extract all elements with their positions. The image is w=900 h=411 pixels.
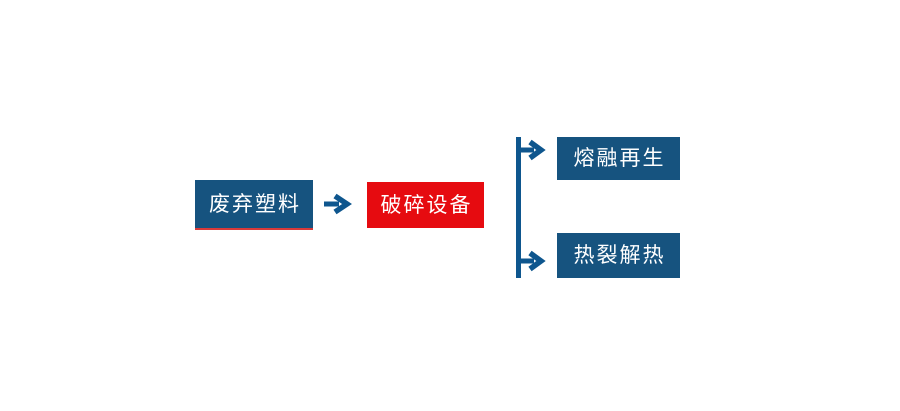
node-pyrolysis-heat-label: 热裂解热 <box>573 244 666 267</box>
node-crushing-equipment: 破碎设备 <box>367 182 484 228</box>
node-pyrolysis-heat: 热裂解热 <box>557 233 680 278</box>
branch-connector-arrows-icon <box>516 137 546 278</box>
node-crushing-equipment-label: 破碎设备 <box>380 193 473 217</box>
node-waste-plastic: 废弃塑料 <box>195 180 313 230</box>
node-waste-plastic-label: 废弃塑料 <box>209 192 301 216</box>
right-arrow-icon <box>324 193 352 215</box>
node-melt-regeneration-label: 熔融再生 <box>573 147 666 170</box>
node-melt-regeneration: 熔融再生 <box>557 137 680 180</box>
